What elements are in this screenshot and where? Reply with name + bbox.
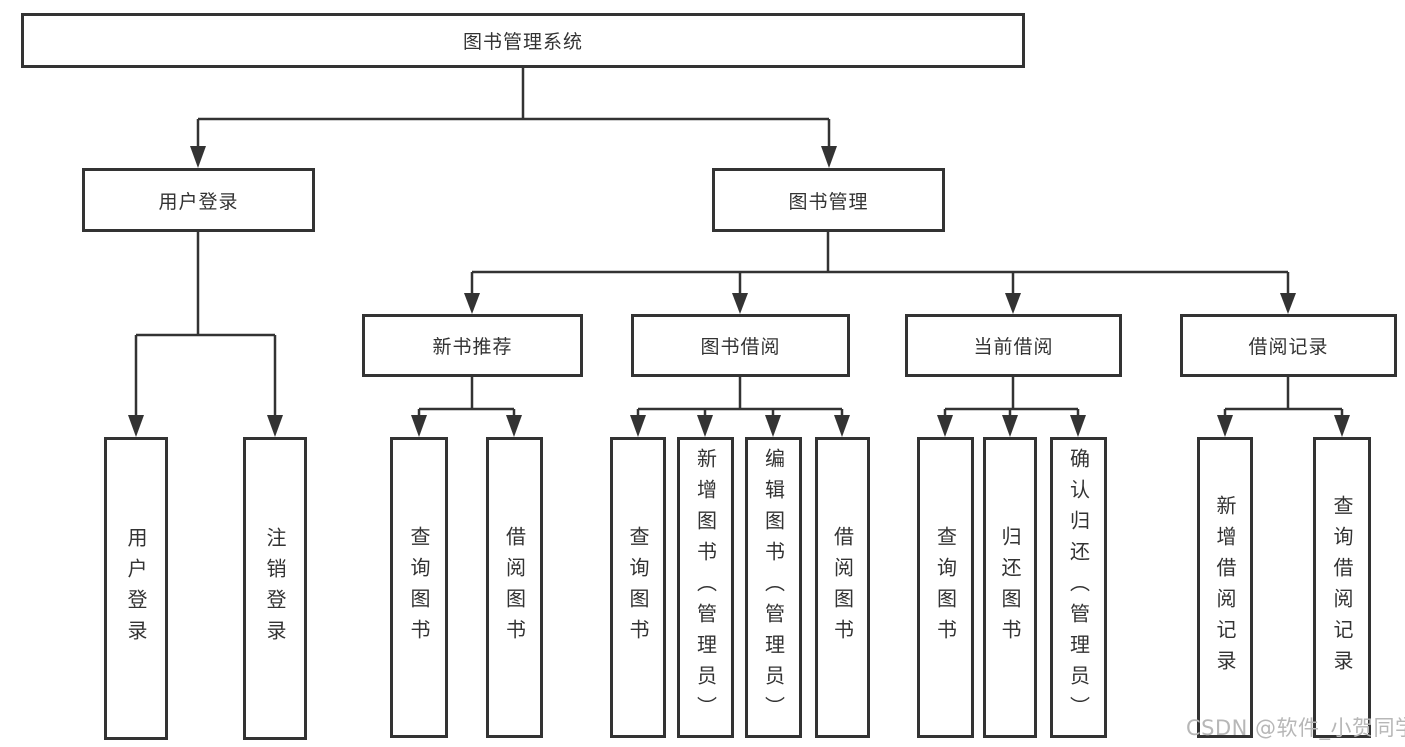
node-borrow-records: 借阅记录: [1180, 314, 1397, 377]
leaf-edit-books-admin: 编辑图书（管理员）: [745, 437, 802, 738]
arrowheads-level1: [190, 146, 837, 168]
node-new-book-recommend: 新书推荐: [362, 314, 583, 377]
leaf-logout-label: 注销登录: [263, 526, 287, 651]
node-book-borrow-label: 图书借阅: [700, 336, 781, 358]
node-book-borrow: 图书借阅: [631, 314, 850, 377]
connector-level2-to-leaves: [417, 377, 1344, 417]
leaf-confirm-return-admin: 确认归还（管理员）: [1050, 437, 1107, 738]
arrowheads-user-login-branch: [128, 415, 283, 437]
leaf-query-books-1: 查询图书: [390, 437, 448, 738]
node-root-library-system: 图书管理系统: [21, 13, 1025, 68]
leaf-add-books-admin: 新增图书（管理员）: [677, 437, 734, 738]
leaf-borrow-books-1: 借阅图书: [486, 437, 543, 738]
connector-user-login-branch: [134, 232, 277, 417]
node-book-management-label: 图书管理: [788, 190, 869, 213]
leaf-return-books-label: 归还图书: [998, 525, 1022, 650]
arrowheads-leaves: [411, 415, 1350, 437]
node-current-borrow: 当前借阅: [905, 314, 1122, 377]
leaf-user-login-label: 用户登录: [124, 526, 148, 651]
leaf-borrow-books-1-label: 借阅图书: [502, 525, 527, 650]
leaf-add-books-admin-label: 新增图书（管理员）: [693, 448, 718, 727]
node-user-login: 用户登录: [82, 168, 315, 232]
leaf-query-books-2-label: 查询图书: [626, 525, 650, 650]
leaf-add-borrow-record: 新增借阅记录: [1197, 437, 1253, 738]
node-borrow-records-label: 借阅记录: [1248, 336, 1329, 358]
leaf-add-borrow-record-label: 新增借阅记录: [1213, 494, 1237, 681]
leaf-confirm-return-admin-label: 确认归还（管理员）: [1066, 448, 1091, 727]
leaf-query-borrow-record-label: 查询借阅记录: [1330, 494, 1354, 681]
node-current-borrow-label: 当前借阅: [973, 336, 1054, 358]
node-user-login-label: 用户登录: [158, 190, 239, 213]
csdn-watermark: CSDN @软件_小贺同学: [1186, 716, 1405, 740]
leaf-query-books-3-label: 查询图书: [933, 525, 958, 650]
node-root-label: 图书管理系统: [462, 31, 583, 53]
connector-book-mgmt-to-level2: [470, 232, 1290, 294]
leaf-edit-books-admin-label: 编辑图书（管理员）: [761, 448, 786, 727]
connector-root-to-level1: [196, 68, 831, 148]
leaf-query-books-2: 查询图书: [610, 437, 666, 738]
leaf-borrow-books-2-label: 借阅图书: [830, 525, 855, 650]
leaf-return-books: 归还图书: [983, 437, 1037, 738]
leaf-user-login: 用户登录: [104, 437, 168, 740]
node-book-management: 图书管理: [712, 168, 945, 232]
leaf-query-books-3: 查询图书: [917, 437, 974, 738]
leaf-logout: 注销登录: [243, 437, 307, 740]
arrowheads-level2: [464, 293, 1296, 314]
leaf-query-books-1-label: 查询图书: [407, 525, 431, 650]
leaf-query-borrow-record: 查询借阅记录: [1313, 437, 1371, 738]
node-new-book-recommend-label: 新书推荐: [432, 336, 513, 358]
leaf-borrow-books-2: 借阅图书: [815, 437, 870, 738]
